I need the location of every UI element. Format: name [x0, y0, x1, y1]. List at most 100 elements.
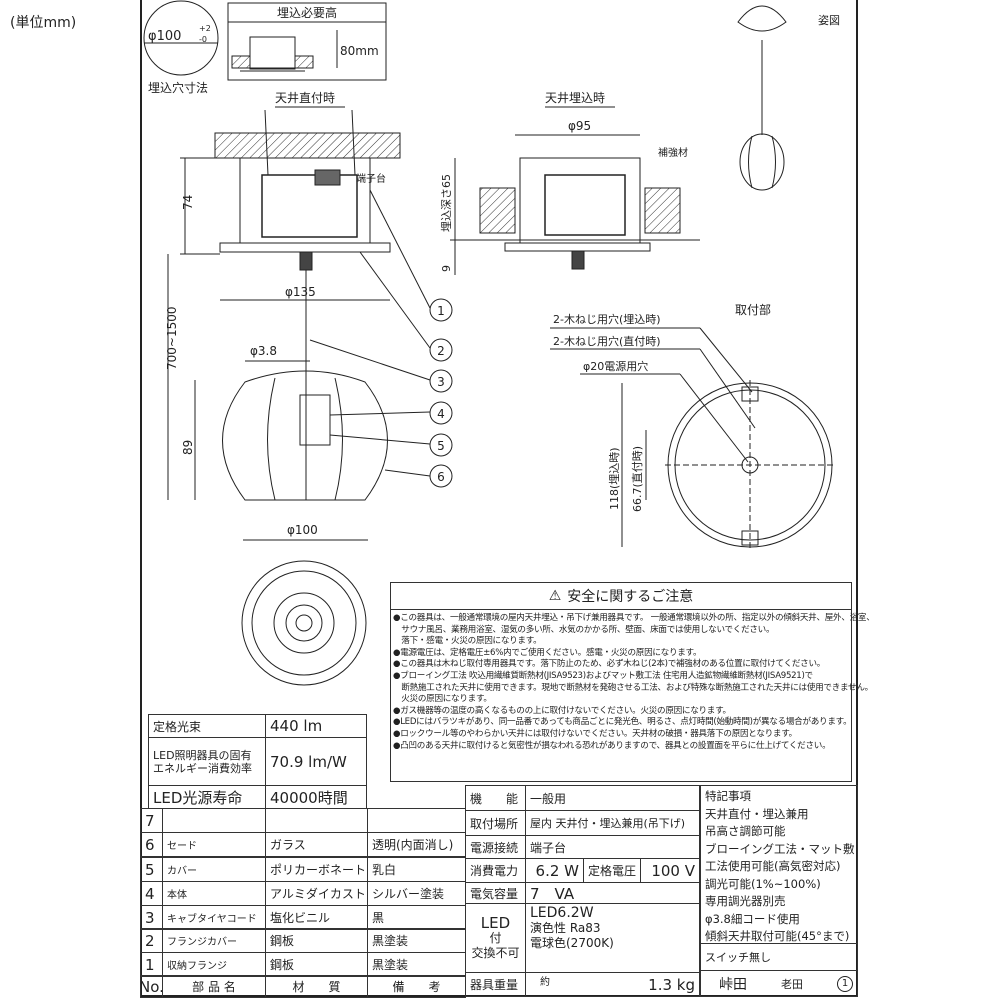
hole-tolerance-plus: +2 — [199, 24, 211, 33]
dim-diameter-100: φ100 — [287, 523, 318, 537]
parts-cell-material — [265, 808, 368, 833]
consumption-value: 6.2 W — [525, 858, 584, 883]
dim-cord-diameter: φ3.8 — [250, 344, 277, 358]
direct-mount-view — [214, 109, 401, 500]
dim-cord-length: 700~1500 — [165, 307, 179, 371]
capacity-value: 7 VA — [525, 882, 700, 904]
dim-height-66-7: 66.7(直付時) — [630, 446, 644, 512]
parts-cell-name: セード — [162, 832, 266, 857]
safety-line: ●この器具は、一般通常環境の屋内天井埋込・吊下げ兼用器具です。 一般通常環境以外… — [393, 613, 875, 623]
safety-line: 断熱施工された天井に使用できます。現地で断熱材を発砲させる工法、および特殊な断熱… — [393, 682, 873, 693]
life-label: LED光源寿命 — [148, 785, 266, 809]
parts-cell-note: 透明(内面消し) — [367, 832, 466, 857]
flux-label: 定格光束 — [148, 714, 266, 738]
view-title-embedded: 天井埋込時 — [545, 91, 605, 105]
screw-hole-embed-label: 2-木ねじ用穴(埋込時) — [553, 312, 661, 326]
screw-hole-direct-label: 2-木ねじ用穴(直付時) — [553, 334, 661, 348]
hole-caption: 埋込穴寸法 — [148, 80, 208, 95]
view-title-mount: 取付部 — [735, 302, 771, 317]
power-conn-value: 端子台 — [525, 835, 700, 859]
safety-line: 落下・感電・火災の原因になります。 — [393, 636, 542, 647]
efficiency-label: LED照明器具の固有エネルギー消費効率 — [148, 737, 266, 786]
parts-cell-note: 黒 — [367, 905, 466, 930]
view-title-appearance: 姿図 — [818, 14, 840, 27]
parts-cell-note — [367, 808, 466, 833]
view-title-direct: 天井直付時 — [275, 91, 335, 105]
safety-title: ⚠ 安全に関するご注意 — [391, 583, 851, 610]
parts-cell-name: 収納フランジ — [162, 952, 266, 977]
power-hole-label: φ20電源用穴 — [583, 359, 648, 373]
safety-line: ●電源電圧は、定格電圧±6%内でご使用ください。感電・火災の原因になります。 — [393, 647, 702, 658]
required-height-box: 埋込必要高 80mm — [227, 2, 387, 81]
function-value: 一般用 — [525, 785, 700, 811]
note-item: 特記事項 — [705, 789, 751, 803]
parts-header-material: 材 質 — [265, 975, 368, 998]
warning-icon: ⚠ — [548, 588, 562, 604]
dim-height-9: 9 — [440, 265, 453, 272]
mount-view — [550, 327, 835, 550]
note-item: 吊高さ調節可能 — [705, 824, 786, 838]
callout-5: 5 — [437, 439, 445, 453]
callout-6: 6 — [437, 470, 445, 484]
required-height-title: 埋込必要高 — [277, 5, 337, 20]
note-item: 天井直付・埋込兼用 — [705, 806, 809, 821]
parts-cell-no: 3 — [140, 905, 163, 930]
led-label: LED 付 交換不可 — [465, 903, 526, 973]
dim-embed-depth: 埋込深さ65 — [440, 174, 453, 232]
parts-header-note: 備 考 — [367, 975, 466, 998]
parts-cell-material: ガラス — [265, 832, 368, 857]
required-height-value: 80mm — [340, 44, 379, 58]
parts-cell-no: 7 — [140, 808, 163, 833]
note-item: 専用調光器別売 — [705, 894, 786, 908]
embedded-view — [450, 134, 700, 275]
parts-cell-note: 黒塗装 — [367, 928, 466, 953]
dim-diameter-135: φ135 — [285, 285, 316, 299]
voltage-value: 100 V — [640, 858, 700, 883]
shade-view — [222, 370, 388, 501]
parts-cell-no: 5 — [140, 857, 163, 882]
dim-height-118: 118(埋込時) — [608, 447, 621, 510]
special-notes: 特記事項 天井直付・埋込兼用 吊高さ調節可能 ブローイング工法・マット敷 工法使… — [700, 785, 858, 944]
parts-cell-material: 鋼板 — [265, 928, 368, 953]
led-value: LED6.2W 演色性 Ra83 電球色(2700K) — [525, 903, 700, 973]
note-item: 工法使用可能(高気密対応) — [705, 859, 841, 873]
parts-cell-material: 塩化ビニル — [265, 905, 368, 930]
safety-lines: ●この器具は、一般通常環境の屋内天井埋込・吊下げ兼用器具です。 一般通常環境以外… — [393, 613, 875, 752]
weight-value: 約 1.3 kg — [525, 972, 700, 997]
life-value: 40000時間 — [265, 785, 367, 809]
parts-cell-material: アルミダイカスト — [265, 881, 368, 906]
hole-tolerance-minus: -0 — [199, 35, 207, 44]
switch-note: スイッチ無し — [700, 943, 858, 971]
parts-cell-name: カバー — [162, 857, 266, 882]
callouts — [309, 189, 453, 488]
parts-cell-note: 黒塗装 — [367, 952, 466, 977]
appearance-sketch — [737, 5, 787, 191]
note-item: ブローイング工法・マット敷 — [705, 841, 855, 856]
voltage-label: 定格電圧 — [583, 858, 641, 883]
note-item: φ3.8細コード使用 — [705, 911, 800, 926]
shade-top-view — [241, 560, 367, 686]
callout-2: 2 — [437, 344, 445, 358]
parts-cell-name: 本体 — [162, 881, 266, 906]
parts-cell-name: キャブタイヤコード — [162, 905, 266, 930]
consumption-label: 消費電力 — [465, 858, 526, 883]
parts-header-no: No. — [140, 975, 163, 998]
flux-value: 440 lm — [265, 714, 367, 738]
dim-height-74: 74 — [181, 195, 195, 210]
parts-header-name: 部 品 名 — [162, 975, 266, 998]
callout-4: 4 — [437, 407, 445, 421]
note-item: 調光可能(1%~100%) — [705, 876, 821, 891]
reinforcement-label: 補強材 — [658, 146, 688, 159]
note-item: 傾斜天井取付可能(45°まで) — [705, 929, 850, 943]
safety-line: ●この器具は木ねじ取付専用器具です。落下防止のため、必ず木ねじ(2本)で補強材の… — [393, 659, 826, 670]
hole-diameter: φ100 — [148, 29, 181, 44]
signature-block: 峠田 老田 1 — [700, 970, 858, 997]
place-value: 屋内 天井付・埋込兼用(吊下げ) — [525, 810, 700, 836]
parts-cell-no: 4 — [140, 881, 163, 906]
safety-line: ●LEDにはバラツキがあり、同一品番であっても商品ごとに発光色、明るさ、点灯時間… — [393, 717, 852, 728]
parts-cell-no: 1 — [140, 952, 163, 977]
dim-diameter-95: φ95 — [568, 119, 591, 133]
callout-1: 1 — [437, 304, 445, 318]
safety-line: ●凸凹のある天井に取付けると気密性が損なわれる恐れがありますので、器具との設置面… — [393, 740, 831, 751]
callout-3: 3 — [437, 375, 445, 389]
